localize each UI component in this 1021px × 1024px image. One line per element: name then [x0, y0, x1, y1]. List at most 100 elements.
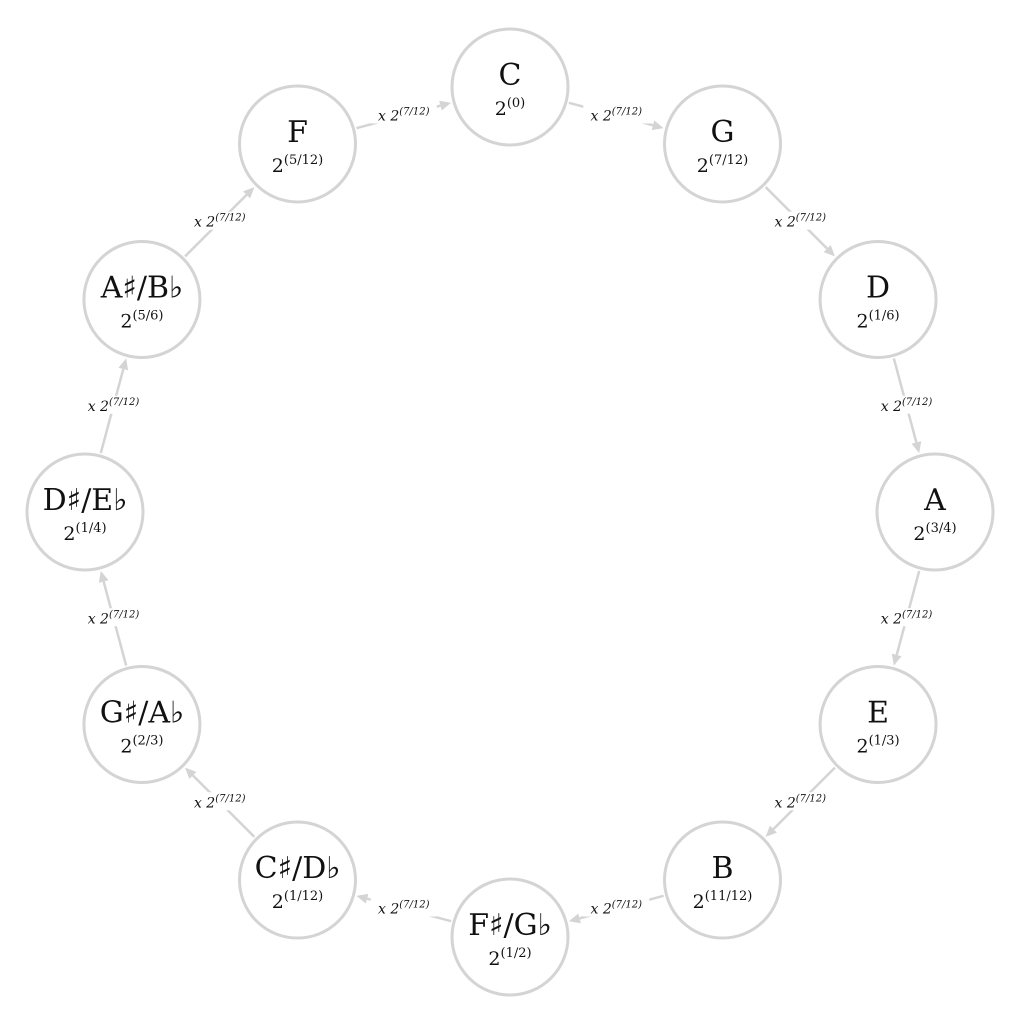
ratio-exponent: (1/2)	[501, 946, 532, 961]
arrowhead	[765, 825, 777, 837]
note-node: A2(3/4)	[875, 452, 995, 572]
node-circle	[450, 27, 570, 147]
arrowhead	[185, 767, 197, 779]
arrowhead	[356, 893, 369, 904]
ratio-base: 2	[697, 155, 709, 177]
note-name: D♯/E♭	[43, 483, 128, 518]
node-circle	[238, 820, 357, 940]
edge-label-prefix: x 2	[590, 902, 611, 918]
frequency-ratio: 2(1/12)	[272, 889, 323, 913]
ratio-base: 2	[272, 891, 284, 913]
arrowhead	[98, 570, 109, 583]
edge-label-prefix: x 2	[775, 215, 796, 231]
edge-label-prefix: x 2	[378, 108, 399, 124]
edge-label-background	[186, 211, 253, 230]
frequency-ratio: 2(1/3)	[856, 734, 899, 758]
node-circle	[82, 665, 202, 784]
edge-label: x 2(7/12)	[194, 213, 246, 231]
arrowhead	[911, 441, 922, 454]
frequency-ratio: 2(5/6)	[120, 309, 163, 333]
edge-label-prefix: x 2	[88, 399, 109, 415]
edge-label-background	[583, 105, 650, 124]
node-circle	[663, 84, 782, 204]
ratio-base: 2	[913, 523, 925, 545]
edge-label-exponent: (7/12)	[399, 106, 429, 117]
arrowhead	[568, 913, 581, 924]
edge-label-exponent: (7/12)	[902, 397, 932, 408]
edge-arrow: x 2(7/12)	[356, 893, 452, 923]
arrowhead	[243, 187, 255, 199]
edge-label: x 2(7/12)	[378, 900, 430, 918]
edge-label-prefix: x 2	[881, 399, 902, 415]
frequency-ratio: 2(11/12)	[693, 889, 753, 913]
edge-arrow: x 2(7/12)	[764, 186, 835, 257]
note-node: C♯/D♭2(1/12)	[238, 820, 357, 940]
node-circle	[818, 240, 938, 359]
ratio-base: 2	[693, 891, 705, 913]
ratio-base: 2	[488, 948, 500, 970]
frequency-ratio: 2(7/12)	[697, 153, 748, 177]
edge-arrow: x 2(7/12)	[80, 570, 147, 666]
frequency-ratio: 2(1/2)	[488, 946, 531, 970]
ratio-exponent: (7/12)	[709, 153, 748, 168]
node-circle	[82, 240, 202, 359]
nodes-layer: C2(0)G2(7/12)D2(1/6)A2(3/4)E2(1/3)B2(11/…	[25, 27, 995, 997]
edge-label-background	[80, 608, 147, 627]
edge-arrow: x 2(7/12)	[568, 894, 664, 924]
edge-arrow: x 2(7/12)	[80, 358, 147, 454]
edge-label-background	[767, 211, 834, 230]
edge-label: x 2(7/12)	[590, 106, 642, 124]
edge-label-background	[370, 105, 437, 124]
arrowhead	[651, 120, 664, 131]
edge-label-exponent: (7/12)	[399, 900, 429, 911]
edge-arrow: x 2(7/12)	[873, 358, 940, 454]
ratio-base: 2	[120, 311, 132, 333]
ratio-exponent: (1/4)	[76, 521, 107, 536]
edge-label-background	[767, 792, 834, 811]
edge-label-prefix: x 2	[194, 795, 215, 811]
ratio-exponent: (0)	[507, 96, 525, 111]
node-circle	[238, 84, 357, 204]
note-name: C	[499, 58, 522, 93]
note-name: G♯/A♭	[100, 696, 184, 731]
edge-label-exponent: (7/12)	[902, 609, 932, 620]
edge-label-exponent: (7/12)	[796, 213, 826, 224]
ratio-exponent: (1/6)	[869, 309, 900, 324]
ratio-exponent: (2/3)	[132, 734, 163, 749]
note-node: E 2(1/3)	[818, 665, 938, 784]
node-circle	[663, 820, 782, 940]
note-name: E	[867, 696, 889, 731]
ratio-base: 2	[120, 736, 132, 758]
edge-label-background	[370, 898, 437, 917]
edge-label: x 2(7/12)	[775, 793, 827, 811]
edge-label-background	[873, 395, 940, 414]
ratio-exponent: (1/12)	[284, 889, 323, 904]
note-name: F	[287, 115, 308, 150]
edge-label-exponent: (7/12)	[109, 609, 139, 620]
edge-label: x 2(7/12)	[881, 609, 933, 627]
note-node: F 2(5/12)	[238, 84, 357, 204]
arrowhead	[891, 653, 902, 666]
edge-label: x 2(7/12)	[194, 793, 246, 811]
note-node: A♯/B♭ 2(5/6)	[82, 240, 202, 359]
edge-label-prefix: x 2	[378, 902, 399, 918]
edge-arrow: x 2(7/12)	[356, 100, 452, 130]
edge-label: x 2(7/12)	[775, 213, 827, 231]
note-node: G2(7/12)	[663, 84, 782, 204]
edge-label-background	[873, 608, 940, 627]
edge-label-background	[186, 792, 253, 811]
edge-label: x 2(7/12)	[590, 900, 642, 918]
edge-label-prefix: x 2	[775, 795, 796, 811]
arrowhead	[439, 100, 452, 111]
ratio-exponent: (5/12)	[284, 153, 323, 168]
edge-arrow: x 2(7/12)	[568, 101, 664, 131]
frequency-ratio: 2(5/12)	[272, 153, 323, 177]
frequency-ratio: 2(0)	[495, 96, 526, 120]
ratio-base: 2	[495, 98, 507, 120]
note-name: A♯/B♭	[100, 271, 184, 306]
edge-label-prefix: x 2	[194, 215, 215, 231]
frequency-ratio: 2(1/6)	[856, 309, 899, 333]
edge-arrow: x 2(7/12)	[873, 570, 940, 666]
node-circle	[875, 452, 995, 572]
